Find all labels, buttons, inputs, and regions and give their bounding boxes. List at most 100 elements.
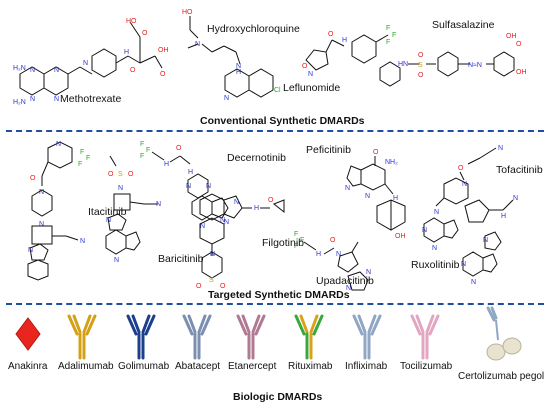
svg-text:N: N: [498, 145, 503, 152]
drug-label-itacitinib: Itacitinib: [88, 206, 127, 218]
svg-text:O: O: [418, 72, 424, 79]
section-title-targeted: Targeted Synthetic DMARDs: [208, 289, 350, 301]
abatacept-icon: [182, 314, 212, 360]
svg-text:N: N: [422, 227, 427, 234]
svg-text:O: O: [142, 30, 148, 37]
svg-text:N: N: [462, 181, 467, 188]
certolizumab-pegol-icon: [486, 306, 522, 361]
svg-text:N: N: [80, 238, 85, 245]
svg-text:F: F: [294, 243, 298, 250]
golimumab-icon: [126, 314, 156, 360]
svg-text:N: N: [114, 257, 119, 264]
svg-text:N: N: [39, 221, 44, 228]
svg-text:H: H: [124, 49, 129, 56]
svg-text:S: S: [209, 277, 214, 284]
svg-text:F: F: [386, 25, 390, 32]
svg-text:N: N: [483, 237, 488, 244]
svg-text:F: F: [140, 153, 144, 160]
drug-label-etanercept: Etanercept: [228, 361, 277, 372]
svg-text:N: N: [346, 285, 351, 292]
upadacitinib-structure: F F F H O N N N: [294, 231, 371, 292]
svg-text:F: F: [392, 32, 396, 39]
drug-label-upadacitinib: Upadacitinib: [316, 275, 374, 287]
svg-text:O: O: [128, 171, 134, 178]
drug-label-golimumab: Golimumab: [118, 361, 170, 372]
svg-text:N: N: [39, 189, 44, 196]
svg-text:O: O: [160, 71, 166, 78]
svg-text:NH₂: NH₂: [385, 159, 398, 166]
drug-label-tofacitinib: Tofacitinib: [496, 164, 543, 176]
drug-label-sulfasalazine: Sulfasalazine: [432, 19, 495, 31]
drug-label-decernotinib: Decernotinib: [227, 152, 286, 164]
svg-text:N: N: [210, 251, 215, 258]
svg-text:O: O: [268, 197, 274, 204]
svg-text:HO: HO: [126, 18, 137, 25]
svg-text:N: N: [28, 247, 33, 254]
drug-label-tocilizumab: Tocilizumab: [400, 361, 453, 372]
drug-label-ruxolitinib: Ruxolitinib: [411, 259, 460, 271]
svg-text:H: H: [393, 195, 398, 202]
svg-text:N: N: [54, 67, 59, 74]
svg-text:F: F: [86, 155, 90, 162]
decernotinib-structure: F F F H O H N N N N: [140, 141, 229, 230]
svg-text:H: H: [164, 161, 169, 168]
svg-text:O: O: [302, 63, 308, 70]
section-title-biologic: Biologic DMARDs: [233, 391, 323, 403]
anakinra-icon: [15, 317, 41, 351]
svg-text:H: H: [501, 213, 506, 220]
svg-text:O: O: [516, 41, 522, 48]
svg-text:N: N: [30, 67, 35, 74]
adalimumab-icon: [67, 314, 97, 360]
drug-label-abatacept: Abatacept: [175, 361, 221, 372]
svg-text:N: N: [186, 183, 191, 190]
svg-text:Cl: Cl: [274, 87, 281, 94]
svg-text:F: F: [146, 147, 150, 154]
svg-text:F: F: [80, 149, 84, 156]
drug-label-methotrexate: Methotrexate: [60, 93, 122, 105]
svg-text:O: O: [458, 165, 464, 172]
svg-text:N: N: [432, 245, 437, 252]
svg-text:N: N: [54, 96, 59, 103]
svg-text:N: N: [106, 217, 111, 224]
section-divider-bottom: [6, 303, 544, 305]
svg-text:H: H: [236, 69, 241, 76]
hydroxychloroquine-structure: HO N H N Cl N: [182, 9, 281, 102]
drug-label-peficitinib: Peficitinib: [306, 144, 351, 156]
drug-label-rituximab: Rituximab: [288, 361, 333, 372]
svg-text:S: S: [418, 62, 423, 69]
itacitinib-structure: N F F F O N N N N: [27, 141, 90, 281]
drug-label-adalimumab: Adalimumab: [58, 361, 114, 372]
svg-text:N: N: [56, 141, 61, 148]
svg-text:H₂N: H₂N: [13, 65, 26, 72]
svg-text:N: N: [365, 193, 370, 200]
svg-text:O: O: [130, 67, 136, 74]
svg-text:O: O: [330, 237, 336, 244]
svg-text:N: N: [345, 185, 350, 192]
baricitinib-structure: S O O N N N N: [105, 155, 161, 264]
svg-text:O: O: [418, 52, 424, 59]
drug-label-baricitinib: Baricitinib: [158, 253, 204, 265]
svg-text:F: F: [78, 161, 82, 168]
drug-label-hydroxychloroquine: Hydroxychloroquine: [207, 23, 300, 35]
svg-text:N: N: [224, 95, 229, 102]
svg-text:N: N: [513, 195, 518, 202]
svg-text:N: N: [118, 185, 123, 192]
rituximab-icon: [294, 314, 324, 360]
svg-text:H: H: [188, 169, 193, 176]
svg-text:F: F: [140, 141, 144, 148]
svg-text:S: S: [118, 171, 123, 178]
svg-text:OH: OH: [516, 69, 527, 76]
drug-label-anakinra: Anakinra: [8, 361, 48, 372]
infliximab-icon: [352, 314, 382, 360]
filgotinib-structure: N N H O N S O O: [196, 193, 285, 290]
ruxolitinib-structure: N H N N N: [461, 195, 518, 286]
svg-text:OH: OH: [506, 33, 517, 40]
svg-text:N: N: [434, 209, 439, 216]
tocilizumab-icon: [410, 314, 440, 360]
svg-text:H: H: [342, 37, 347, 44]
svg-text:O: O: [220, 283, 226, 290]
svg-text:N: N: [83, 60, 88, 67]
svg-text:N≈N: N≈N: [468, 62, 482, 69]
svg-text:O: O: [373, 149, 379, 156]
methotrexate-structure: H₂N H₂N N N N N N H HO O OH O O: [13, 18, 169, 106]
